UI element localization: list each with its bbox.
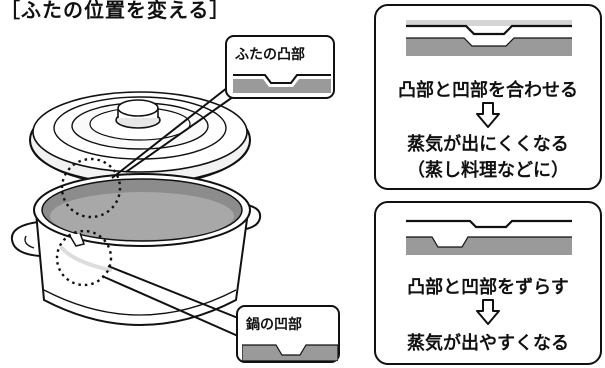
pot-dent-profile-icon [242,344,338,361]
offset-panel: 凸部と凹部をずらす 蒸気が出やすくなる [374,201,602,365]
lid-bump-profile-icon [233,74,331,93]
pot-leader-line [107,265,239,319]
aligned-result: 蒸気が出にくくなる [407,134,569,155]
down-arrow-icon [476,299,500,325]
offset-result: 蒸気が出やすくなる [407,333,569,354]
aligned-instruction: 凸部と凹部を合わせる [398,80,578,101]
lid-bump-highlight [60,157,122,219]
offset-instruction: 凸部と凹部をずらす [407,277,569,298]
aligned-panel: 凸部と凹部を合わせる 蒸気が出にくくなる （蒸し料理などに） [374,4,602,190]
pot-dent-label: 鍋の凹部 [246,317,302,333]
aligned-profile-icon [406,20,572,56]
lid [29,91,251,187]
pot [10,173,262,326]
aligned-note: （蒸し料理などに） [407,160,569,181]
pot-dent-callout: 鍋の凹部 [236,305,340,363]
lid-bump-callout: ふたの凸部 [225,35,335,99]
offset-profile-icon [406,219,572,255]
down-arrow-icon [476,102,500,128]
page-heading: ［ふたの位置を変える］ [0,0,231,22]
pot-dent-highlight [55,229,113,287]
lid-bump-label: ふたの凸部 [235,47,305,63]
lid-leader-line [111,83,233,179]
